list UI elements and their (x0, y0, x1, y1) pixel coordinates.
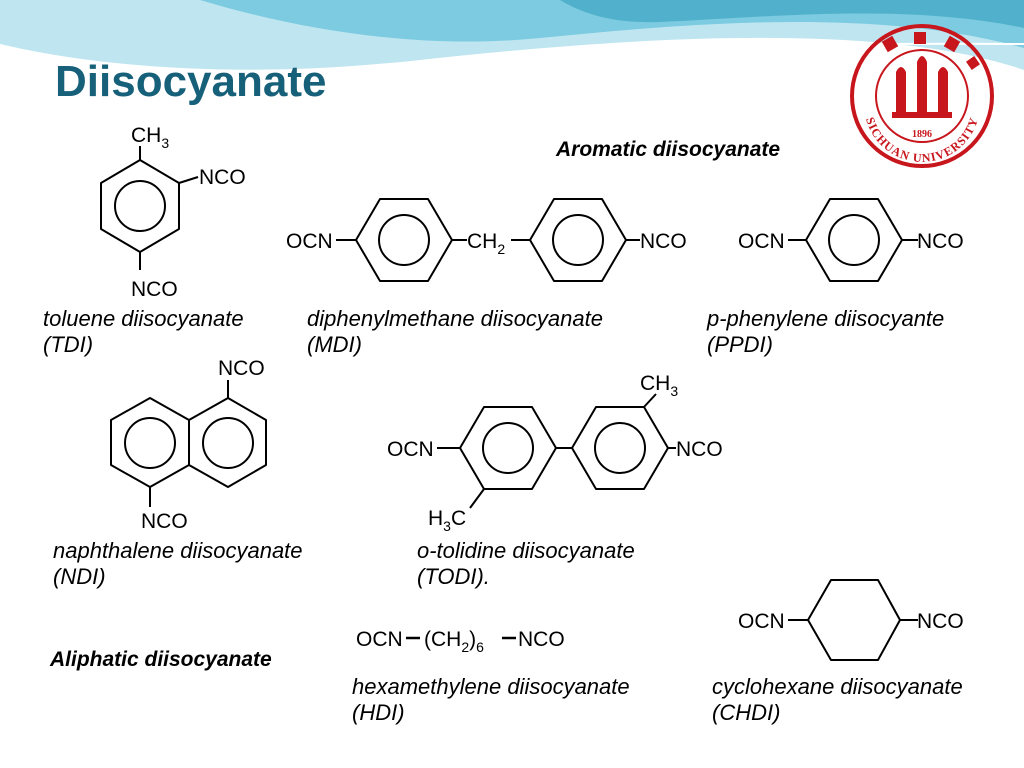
ndi-structure (110, 380, 267, 507)
aromatic-heading: Aromatic diisocyanate (556, 138, 781, 161)
chdi-name: cyclohexane diisocyanate (712, 674, 963, 699)
chdi-nco-label: NCO (917, 610, 964, 633)
seal-ring-text: SICHUAN UNIVERSITY (863, 115, 981, 165)
seal-emblem (892, 56, 952, 118)
ndi-abbr: (NDI) (53, 564, 106, 589)
tdi-structure (100, 146, 199, 270)
tdi-nco-top-label: NCO (199, 166, 246, 189)
seal-ring-glyphs (881, 32, 980, 70)
chdi-ocn-label: OCN (738, 610, 785, 633)
tdi-name: toluene diisocyanate (43, 306, 244, 331)
todi-abbr: (TODI). (417, 564, 490, 589)
structure-bonds (100, 146, 918, 661)
aliphatic-heading: Aliphatic diisocyanate (50, 648, 272, 671)
ndi-nco-top-label: NCO (218, 357, 265, 380)
todi-ch3-label: CH3 (640, 372, 678, 399)
hdi-chain-label: (CH2)6 (424, 628, 484, 655)
wave-dark (560, 0, 1024, 28)
ppdi-caption: p-phenylene diisocyante (PPDI) (707, 306, 944, 358)
todi-nco-label: NCO (676, 438, 723, 461)
mdi-structure (336, 198, 640, 282)
chdi-abbr: (CHDI) (712, 700, 781, 725)
chdi-structure (788, 579, 918, 661)
ndi-nco-bottom-label: NCO (141, 510, 188, 533)
hdi-ocn-label: OCN (356, 628, 403, 651)
hdi-caption: hexamethylene diisocyanate (HDI) (352, 674, 630, 726)
hdi-name: hexamethylene diisocyanate (352, 674, 630, 699)
slide-title: Diisocyanate (55, 57, 327, 106)
chdi-caption: cyclohexane diisocyanate (CHDI) (712, 674, 963, 726)
todi-name: o-tolidine diisocyanate (417, 538, 635, 563)
mdi-caption: diphenylmethane diisocyanate (MDI) (307, 306, 603, 358)
mdi-nco-label: NCO (640, 230, 687, 253)
group-labels: CH3 NCO NCO OCN CH2 NCO OCN NCO NCO NCO … (131, 124, 964, 655)
todi-caption: o-tolidine diisocyanate (TODI). (417, 538, 635, 590)
ppdi-structure (788, 198, 918, 282)
ppdi-name: p-phenylene diisocyante (707, 306, 945, 331)
ppdi-ocn-label: OCN (738, 230, 785, 253)
hdi-nco-label: NCO (518, 628, 565, 651)
ndi-name: naphthalene diisocyanate (53, 538, 303, 563)
ppdi-abbr: (PPDI) (707, 332, 773, 357)
todi-h3c-label: H3C (428, 507, 466, 534)
mdi-name: diphenylmethane diisocyanate (307, 306, 603, 331)
mdi-ch2-label: CH2 (467, 230, 505, 257)
ndi-caption: naphthalene diisocyanate (NDI) (53, 538, 303, 590)
mdi-ocn-label: OCN (286, 230, 333, 253)
ppdi-nco-label: NCO (917, 230, 964, 253)
tdi-caption: toluene diisocyanate (TDI) (43, 306, 244, 358)
tdi-abbr: (TDI) (43, 332, 94, 357)
header-waves (0, 0, 1024, 109)
todi-ocn-label: OCN (387, 438, 434, 461)
seal-inner-ring (875, 49, 969, 143)
todi-structure (437, 393, 676, 509)
wave-line (0, 42, 1024, 109)
mdi-abbr: (MDI) (307, 332, 362, 357)
tdi-ch3-label: CH3 (131, 124, 169, 151)
hdi-abbr: (HDI) (352, 700, 405, 725)
seal-outer-ring (850, 24, 994, 168)
tdi-nco-bottom-label: NCO (131, 278, 178, 301)
seal-year: 1896 (912, 129, 932, 140)
